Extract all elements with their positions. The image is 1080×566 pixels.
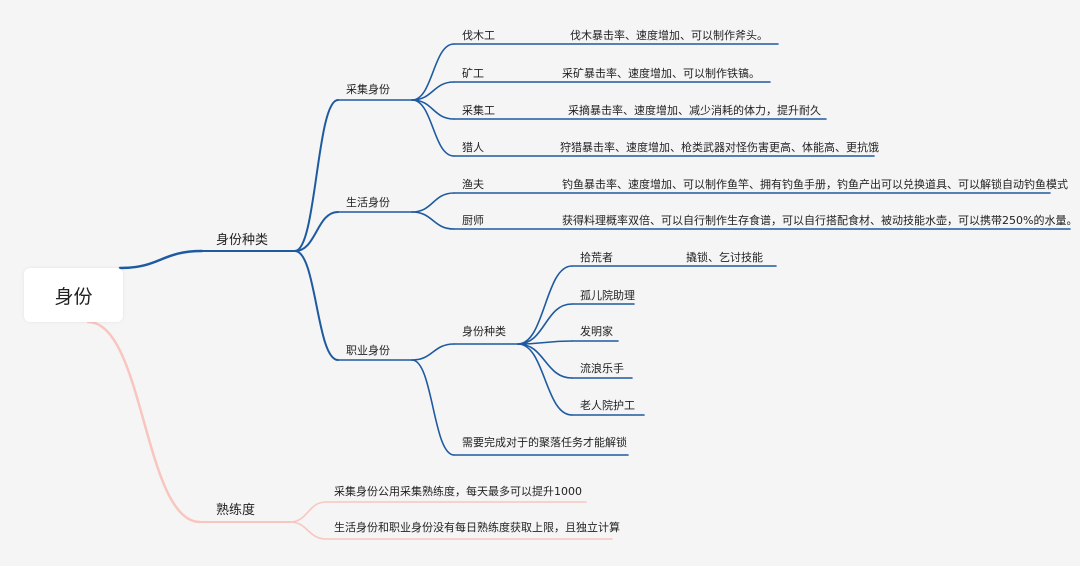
root-label: 身份 xyxy=(54,285,93,308)
connector-gathering-0 xyxy=(411,43,455,101)
connector-root-proficiency xyxy=(86,320,202,524)
desc-miner[interactable]: 采矿暴击率、速度增加、可以制作铁镐。 xyxy=(562,67,760,80)
node-career-types[interactable]: 身份种类 xyxy=(462,325,506,338)
connector-career-types xyxy=(411,343,455,361)
node-lumberjack[interactable]: 伐木工 xyxy=(462,29,495,42)
node-identity-types[interactable]: 身份种类 xyxy=(216,233,269,248)
proficiency-note-2[interactable]: 生活身份和职业身份没有每日熟练度获取上限，且独立计算 xyxy=(334,521,620,534)
connector-life-1 xyxy=(411,211,455,230)
connector-root-identity xyxy=(118,249,204,270)
desc-fisher[interactable]: 钓鱼暴击率、速度增加、可以制作鱼竿、拥有钓鱼手册，钓鱼产出可以兑换道具、可以解锁… xyxy=(562,178,1068,191)
node-scavenger[interactable]: 拾荒者 xyxy=(580,251,613,264)
desc-gatherer[interactable]: 采摘暴击率、速度增加、减少消耗的体力，提升耐久 xyxy=(568,104,821,117)
node-unlock-note[interactable]: 需要完成对于的聚落任务才能解锁 xyxy=(462,436,627,449)
connector-gathering-3 xyxy=(411,99,455,157)
node-inventor[interactable]: 发明家 xyxy=(580,325,613,338)
node-career[interactable]: 职业身份 xyxy=(346,344,390,357)
desc-hunter[interactable]: 狩猎暴击率、速度增加、枪类武器对怪伤害更高、体能高、更抗饿 xyxy=(560,141,879,154)
connector-career-sub-0 xyxy=(517,265,573,345)
connector-career-note xyxy=(411,359,455,456)
connector-career-sub-1 xyxy=(517,303,573,345)
connector-gathering-1 xyxy=(411,81,455,101)
node-chef[interactable]: 厨师 xyxy=(462,214,484,227)
node-proficiency[interactable]: 熟练度 xyxy=(216,503,256,518)
desc-chef[interactable]: 获得料理概率双倍、可以自行制作生存食谱，可以自行搭配食材、被动技能水壶，可以携带… xyxy=(562,214,1078,227)
node-orphanage-assistant[interactable]: 孤儿院助理 xyxy=(580,289,635,302)
node-fisher[interactable]: 渔夫 xyxy=(462,178,484,191)
node-nursing-home-caregiver[interactable]: 老人院护工 xyxy=(580,399,635,412)
node-gathering[interactable]: 采集身份 xyxy=(346,83,390,96)
node-life[interactable]: 生活身份 xyxy=(346,196,390,209)
proficiency-note-1[interactable]: 采集身份公用采集熟练度，每天最多可以提升1000 xyxy=(334,485,582,498)
connector-to-gathering xyxy=(294,99,339,252)
connector-proficiency-1 xyxy=(289,521,327,540)
node-gatherer[interactable]: 采集工 xyxy=(462,104,495,117)
connector-proficiency-0 xyxy=(289,501,327,523)
root-node[interactable]: 身份 xyxy=(24,268,123,322)
node-miner[interactable]: 矿工 xyxy=(462,67,484,80)
desc-lumberjack[interactable]: 伐木暴击率、速度增加、可以制作斧头。 xyxy=(570,29,768,42)
connector-career-sub-4 xyxy=(517,343,573,416)
node-hunter[interactable]: 猎人 xyxy=(462,141,484,154)
connector-life-0 xyxy=(411,192,455,213)
node-wandering-musician[interactable]: 流浪乐手 xyxy=(580,362,624,375)
connector-to-life xyxy=(294,211,339,252)
connector-to-career xyxy=(294,250,339,361)
connector-career-sub-3 xyxy=(517,343,573,379)
desc-scavenger[interactable]: 撬锁、乞讨技能 xyxy=(686,251,763,264)
